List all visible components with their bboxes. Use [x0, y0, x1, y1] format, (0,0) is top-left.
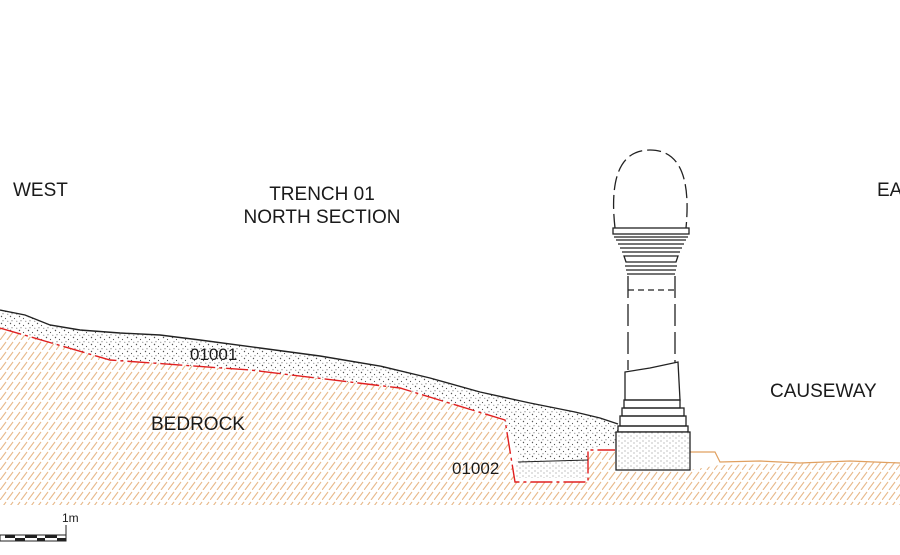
context-01001-deposit — [0, 310, 618, 462]
scale-bar — [0, 525, 67, 542]
column-finial — [613, 149, 688, 229]
column — [612, 149, 691, 471]
east-label: EA — [877, 180, 900, 201]
context-01002-label: 01002 — [452, 459, 500, 478]
bedrock-layer — [0, 328, 900, 505]
ground-surface-line — [0, 309, 619, 425]
context-01001-label: 01001 — [190, 345, 238, 364]
context-01002-fill — [515, 460, 588, 478]
scale-bar-label: 1m — [62, 511, 79, 525]
cut-fill-top-line — [517, 459, 589, 463]
context-boundary-line — [0, 327, 615, 483]
title-line-1: TRENCH 01 — [269, 184, 375, 205]
title-line-2: NORTH SECTION — [243, 207, 401, 228]
west-label: WEST — [13, 180, 68, 201]
causeway-ground-line — [690, 451, 900, 464]
bedrock-label: BEDROCK — [151, 414, 245, 435]
causeway-label: CAUSEWAY — [770, 381, 877, 402]
